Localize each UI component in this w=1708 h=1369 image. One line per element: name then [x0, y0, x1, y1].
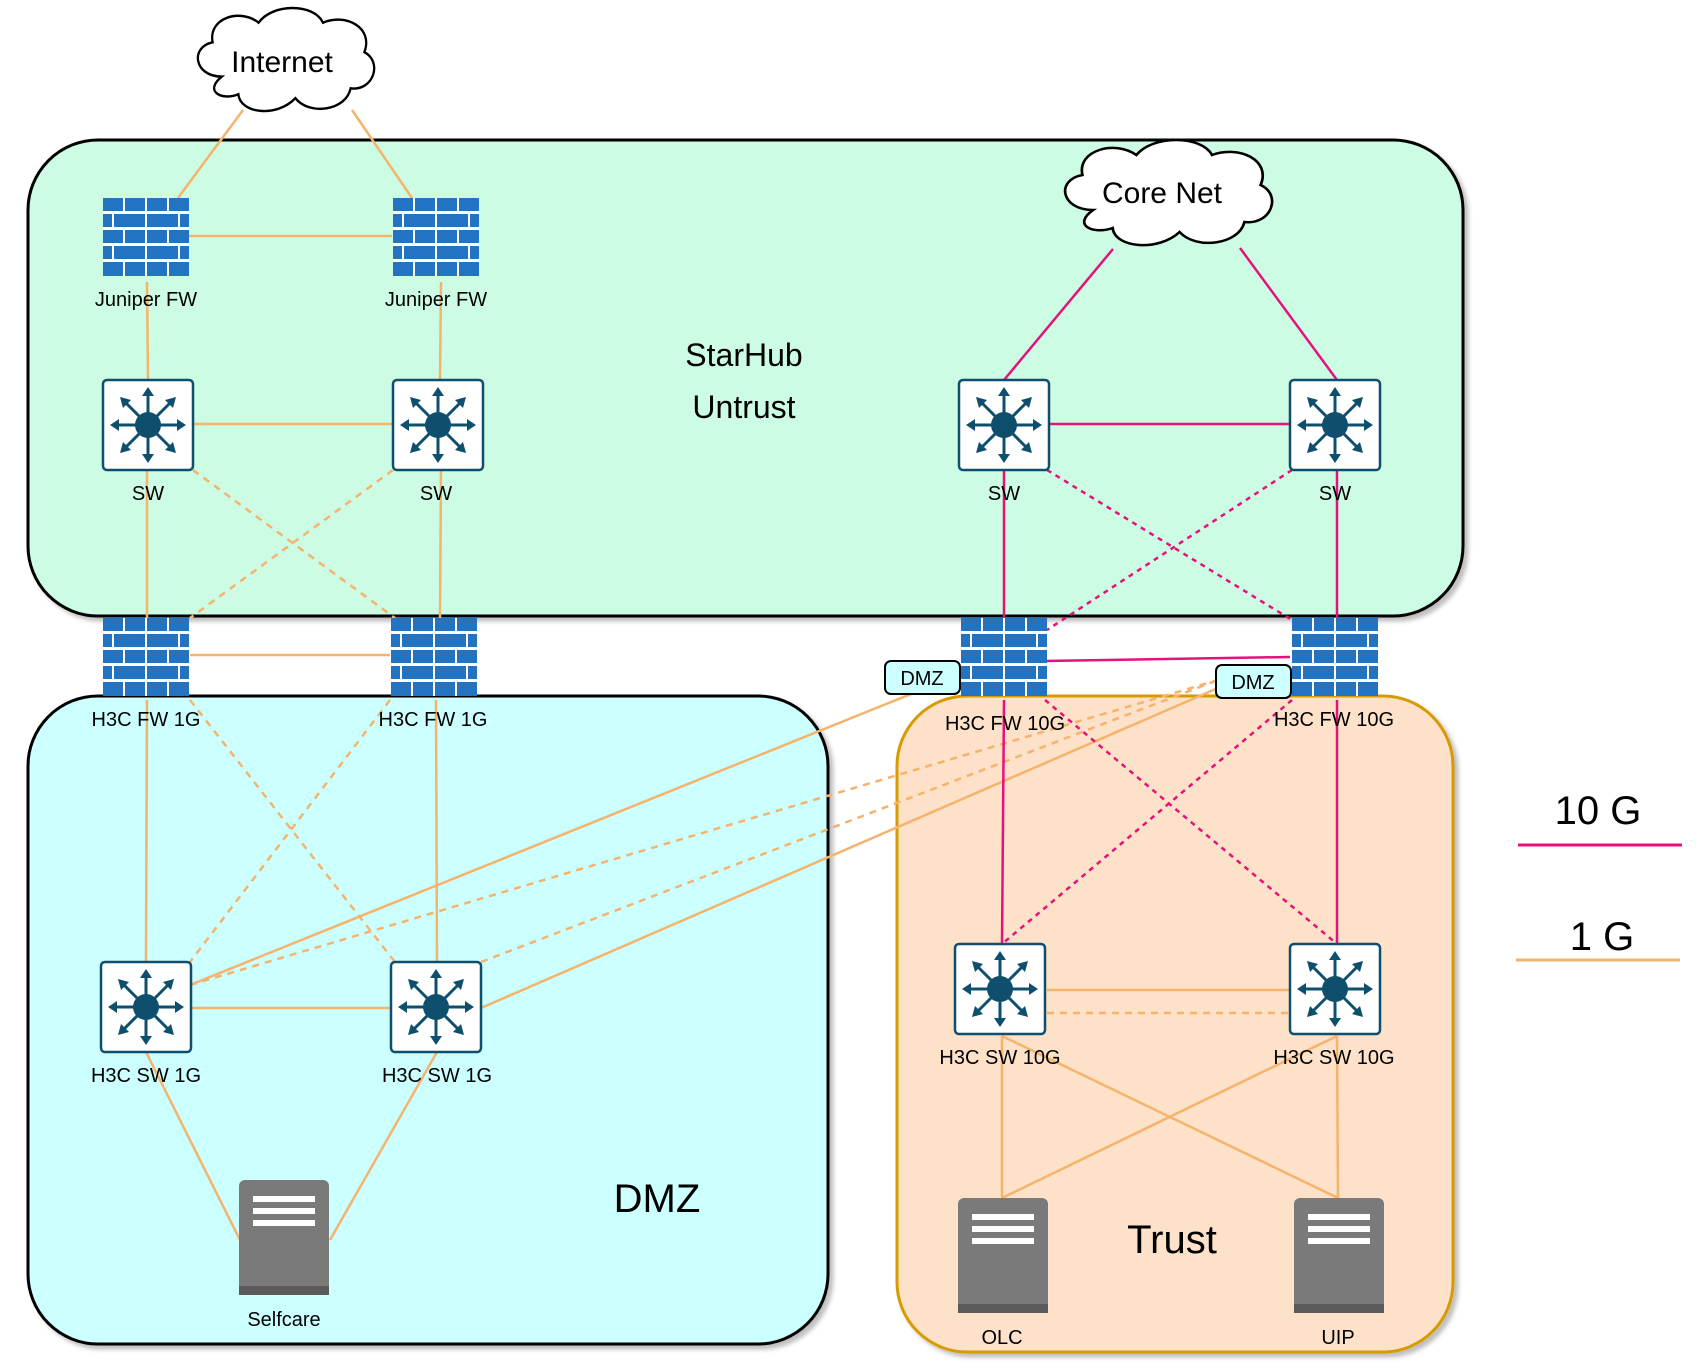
selfcare-server: Selfcare: [239, 1180, 329, 1331]
h3c-sw-10g-1-label: H3C SW 10G: [939, 1047, 1060, 1069]
firewall-icon: [103, 198, 189, 276]
dmz-zone-label: DMZ: [614, 1177, 701, 1221]
internet-cloud: Internet: [196, 6, 376, 113]
server-icon: [239, 1180, 329, 1295]
h3c-sw-10g-1: H3C SW 10G: [939, 942, 1061, 1069]
server-icon: [958, 1198, 1048, 1313]
h3c-sw-10g-2-label: H3C SW 10G: [1273, 1047, 1394, 1069]
firewall-icon: [1292, 618, 1378, 696]
untrust-sw-3: SW: [957, 378, 1051, 505]
juniper-fw-2-label: Juniper FW: [385, 289, 487, 311]
h3c-fw-10g-2-label: H3C FW 10G: [1274, 709, 1394, 731]
links-1g-dashed: [189, 468, 1290, 1015]
juniper-fw-2: Juniper FW: [385, 198, 487, 311]
untrust-sw-3-label: SW: [988, 483, 1020, 505]
untrust-title-line2: Untrust: [692, 389, 795, 425]
svg-text:DMZ: DMZ: [1231, 672, 1274, 694]
trust-zone-label: Trust: [1127, 1218, 1217, 1262]
firewall-icon: [103, 618, 189, 696]
h3c-fw-1g-2-label: H3C FW 1G: [379, 709, 488, 731]
untrust-sw-4-label: SW: [1319, 483, 1351, 505]
h3c-sw-1g-2: H3C SW 1G: [382, 960, 492, 1087]
internet-label: Internet: [231, 46, 333, 79]
core-net-cloud: Core Net: [1063, 138, 1274, 247]
juniper-fw-1: Juniper FW: [95, 198, 197, 311]
links-1g: [144, 109, 1340, 1241]
switch-icon: [953, 942, 1047, 1036]
h3c-fw-10g-1: H3C FW 10G: [945, 618, 1065, 735]
uip-label: UIP: [1321, 1327, 1354, 1349]
juniper-fw-1-label: Juniper FW: [95, 289, 197, 311]
links-10g: [1000, 247, 1339, 945]
switch-icon: [391, 378, 485, 472]
olc-label: OLC: [981, 1327, 1022, 1349]
links-10g-dashed: [1001, 468, 1338, 945]
h3c-sw-1g-1: H3C SW 1G: [91, 960, 201, 1087]
svg-text:DMZ: DMZ: [900, 668, 943, 690]
h3c-sw-1g-1-label: H3C SW 1G: [91, 1065, 201, 1087]
untrust-sw-2-label: SW: [420, 483, 452, 505]
switch-icon: [99, 960, 193, 1054]
untrust-sw-1-label: SW: [132, 483, 164, 505]
firewall-icon: [961, 618, 1047, 696]
switch-icon: [1288, 942, 1382, 1036]
h3c-fw-1g-2: H3C FW 1G: [379, 618, 488, 731]
olc-server: OLC: [958, 1198, 1048, 1349]
h3c-sw-1g-2-label: H3C SW 1G: [382, 1065, 492, 1087]
switch-icon: [101, 378, 195, 472]
legend-1g-label: 1 G: [1570, 915, 1634, 959]
dmz-tag-1: DMZ: [884, 660, 961, 695]
h3c-fw-10g-1-label: H3C FW 10G: [945, 713, 1065, 735]
untrust-sw-4: SW: [1288, 378, 1382, 505]
h3c-fw-1g-1: H3C FW 1G: [92, 618, 201, 731]
dmz-tag-2: DMZ: [1215, 664, 1292, 699]
untrust-sw-1: SW: [101, 378, 195, 505]
firewall-icon: [393, 198, 479, 276]
untrust-title-line1: StarHub: [685, 337, 802, 373]
switch-icon: [1288, 378, 1382, 472]
core-net-label: Core Net: [1102, 177, 1223, 210]
untrust-sw-2: SW: [391, 378, 485, 505]
legend-10g-label: 10 G: [1555, 789, 1642, 833]
switch-icon: [957, 378, 1051, 472]
firewall-icon: [391, 618, 477, 696]
h3c-fw-1g-1-label: H3C FW 1G: [92, 709, 201, 731]
legend: 10 G 1 G: [1516, 789, 1682, 962]
h3c-sw-10g-2: H3C SW 10G: [1273, 942, 1395, 1069]
h3c-fw-10g-2: H3C FW 10G: [1274, 618, 1394, 731]
switch-icon: [389, 960, 483, 1054]
selfcare-label: Selfcare: [247, 1309, 320, 1331]
uip-server: UIP: [1294, 1198, 1384, 1349]
server-icon: [1294, 1198, 1384, 1313]
